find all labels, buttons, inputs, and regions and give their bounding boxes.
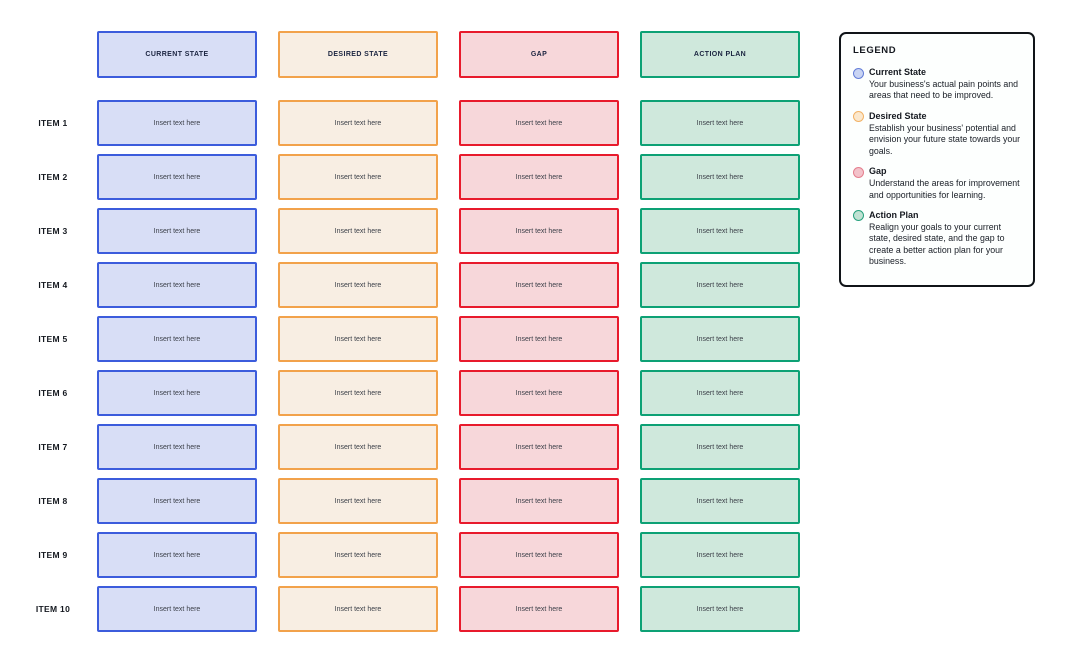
cell-gap-item-8[interactable]: Insert text here [459, 478, 619, 524]
legend-item-description: Understand the areas for improvement and… [869, 178, 1020, 200]
row-label-item-4: ITEM 4 [38, 280, 68, 290]
column-headers-row: CURRENT STATE DESIRED STATE GAP ACTION PLAN [30, 31, 800, 78]
header-spacer [30, 31, 76, 78]
cell-gap-item-6[interactable]: Insert text here [459, 370, 619, 416]
cell-current-state-item-1[interactable]: Insert text here [97, 100, 257, 146]
row-label-item-10: ITEM 10 [35, 604, 71, 614]
row-label-item-1: ITEM 1 [38, 118, 68, 128]
row-label-item-7: ITEM 7 [38, 442, 68, 452]
cell-action-plan-item-3[interactable]: Insert text here [640, 208, 800, 254]
cell-desired-state-item-4[interactable]: Insert text here [278, 262, 438, 308]
row-label-item-6: ITEM 6 [38, 388, 68, 398]
cell-desired-state-item-9[interactable]: Insert text here [278, 532, 438, 578]
cell-current-state-item-10[interactable]: Insert text here [97, 586, 257, 632]
cell-current-state-item-2[interactable]: Insert text here [97, 154, 257, 200]
legend-item-name: Desired State [869, 110, 927, 121]
cell-action-plan-item-5[interactable]: Insert text here [640, 316, 800, 362]
current-state-circle-icon [853, 67, 864, 79]
row-label-item-5: ITEM 5 [38, 334, 68, 344]
legend-item-name: Action Plan [869, 209, 919, 220]
cell-action-plan-item-7[interactable]: Insert text here [640, 424, 800, 470]
legend-item-description: Establish your business' potential and e… [869, 122, 1021, 156]
gap-analysis-grid: CURRENT STATE DESIRED STATE GAP ACTION PLAN… [30, 31, 800, 632]
cell-action-plan-item-6[interactable]: Insert text here [640, 370, 800, 416]
cell-desired-state-item-7[interactable]: Insert text here [278, 424, 438, 470]
cell-current-state-item-6[interactable]: Insert text here [97, 370, 257, 416]
legend-item-name: Current State [869, 67, 927, 77]
column-header-gap[interactable]: GAP [459, 31, 619, 78]
row-label-item-2: ITEM 2 [38, 172, 68, 182]
row-label-item-8: ITEM 8 [38, 496, 68, 506]
cell-action-plan-item-9[interactable]: Insert text here [640, 532, 800, 578]
cell-action-plan-item-8[interactable]: Insert text here [640, 478, 800, 524]
legend-item-description: Realign your goals to your current state… [869, 221, 1005, 267]
gap-circle-icon [853, 166, 864, 178]
desired-state-circle-icon [853, 111, 864, 123]
cell-desired-state-item-2[interactable]: Insert text here [278, 154, 438, 200]
cell-desired-state-item-5[interactable]: Insert text here [278, 316, 438, 362]
cell-desired-state-item-3[interactable]: Insert text here [278, 208, 438, 254]
cell-gap-item-10[interactable]: Insert text here [459, 586, 619, 632]
cell-desired-state-item-8[interactable]: Insert text here [278, 478, 438, 524]
cell-gap-item-4[interactable]: Insert text here [459, 262, 619, 308]
cell-current-state-item-5[interactable]: Insert text here [97, 316, 257, 362]
cell-action-plan-item-1[interactable]: Insert text here [640, 100, 800, 146]
column-header-desired-state[interactable]: DESIRED STATE [278, 31, 438, 78]
cell-desired-state-item-6[interactable]: Insert text here [278, 370, 438, 416]
cell-gap-item-3[interactable]: Insert text here [459, 208, 619, 254]
column-header-current-state[interactable]: CURRENT STATE [97, 31, 257, 78]
row-label-item-9: ITEM 9 [38, 550, 68, 560]
legend-item-name: Gap [869, 166, 887, 177]
cell-desired-state-item-10[interactable]: Insert text here [278, 586, 438, 632]
cell-current-state-item-9[interactable]: Insert text here [97, 532, 257, 578]
cell-current-state-item-7[interactable]: Insert text here [97, 424, 257, 470]
cell-desired-state-item-1[interactable]: Insert text here [278, 100, 438, 146]
cell-gap-item-5[interactable]: Insert text here [459, 316, 619, 362]
cell-action-plan-item-10[interactable]: Insert text here [640, 586, 800, 632]
column-header-action-plan[interactable]: ACTION PLAN [640, 31, 800, 78]
cell-current-state-item-4[interactable]: Insert text here [97, 262, 257, 308]
legend-title: LEGEND [853, 45, 897, 56]
cell-gap-item-2[interactable]: Insert text here [459, 154, 619, 200]
action-plan-circle-icon [853, 210, 864, 222]
cell-action-plan-item-4[interactable]: Insert text here [640, 262, 800, 308]
row-label-item-3: ITEM 3 [38, 226, 68, 236]
cell-action-plan-item-2[interactable]: Insert text here [640, 154, 800, 200]
cell-gap-item-7[interactable]: Insert text here [459, 424, 619, 470]
legend-item-description: Your business's actual pain points and a… [869, 79, 1019, 101]
cell-current-state-item-3[interactable]: Insert text here [97, 208, 257, 254]
cell-current-state-item-8[interactable]: Insert text here [97, 478, 257, 524]
cell-gap-item-9[interactable]: Insert text here [459, 532, 619, 578]
cell-gap-item-1[interactable]: Insert text here [459, 100, 619, 146]
